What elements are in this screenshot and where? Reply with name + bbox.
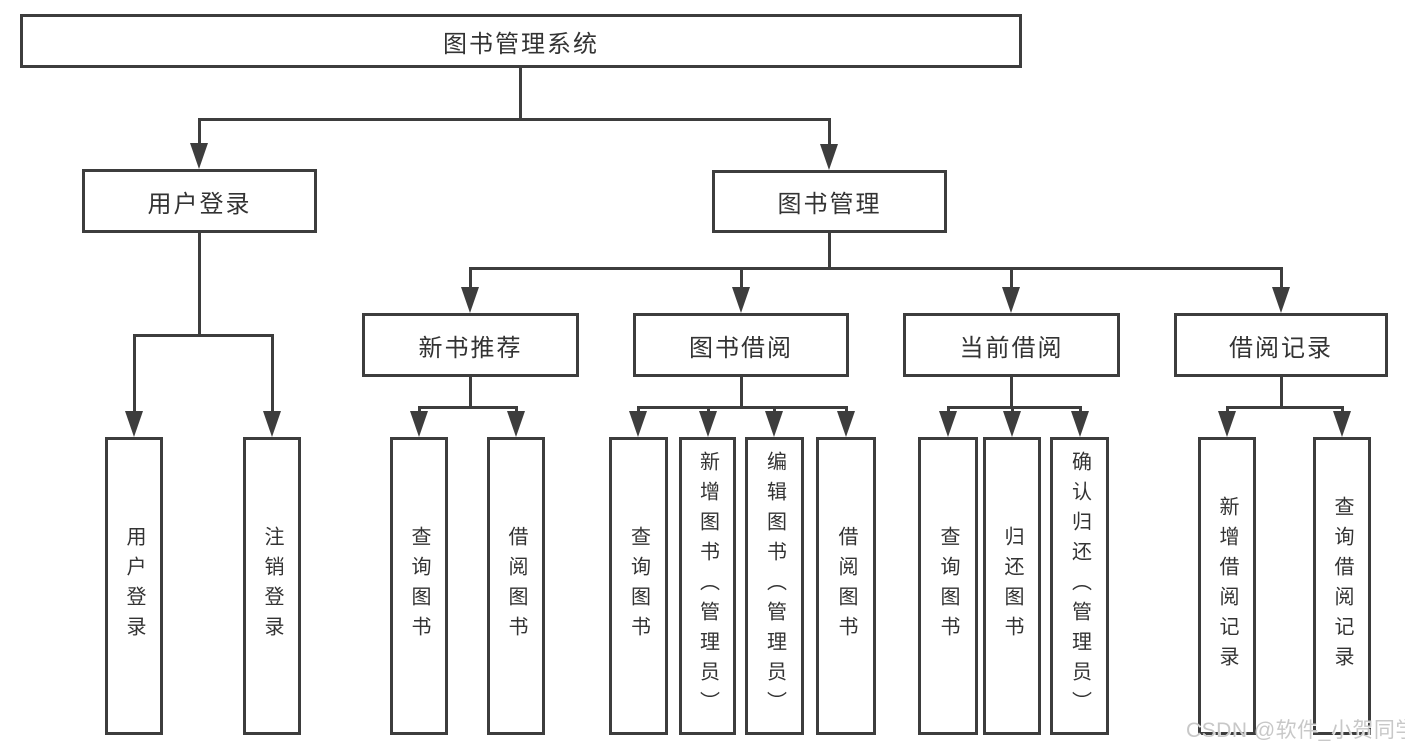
node-root-system: 图书管理系统 (20, 14, 1022, 68)
leaf-query-books-recommend-label: 查询图书 (408, 526, 430, 646)
connector-line (1010, 267, 1013, 289)
arrow-down-icon (939, 411, 957, 437)
arrow-down-icon (820, 144, 838, 170)
connector-line (198, 118, 831, 121)
node-new-book-recommend: 新书推荐 (362, 313, 579, 377)
connector-line (1280, 377, 1283, 408)
node-borrowing-records-label: 借阅记录 (1229, 334, 1333, 362)
arrow-down-icon (1218, 411, 1236, 437)
connector-line (773, 406, 776, 413)
leaf-edit-books-admin: 编辑图书（管理员） (745, 437, 804, 735)
connector-line (1226, 406, 1343, 409)
leaf-query-books-current-label: 查询图书 (937, 526, 959, 646)
node-borrowing-records: 借阅记录 (1174, 313, 1388, 377)
node-user-login: 用户登录 (82, 169, 317, 233)
connector-line (271, 334, 274, 412)
connector-line (828, 118, 831, 146)
leaf-add-borrow-record: 新增借阅记录 (1198, 437, 1256, 735)
arrow-down-icon (765, 411, 783, 437)
connector-line (133, 334, 274, 337)
connector-line (418, 406, 517, 409)
arrow-down-icon (1272, 287, 1290, 313)
leaf-logout-label: 注销登录 (261, 526, 283, 646)
connector-line (740, 267, 743, 289)
connector-line (198, 118, 201, 146)
leaf-query-books-borrowing: 查询图书 (609, 437, 668, 735)
arrow-down-icon (1333, 411, 1351, 437)
leaf-logout: 注销登录 (243, 437, 301, 735)
connector-line (637, 406, 640, 413)
connector-line (740, 377, 743, 408)
connector-line (947, 406, 950, 413)
connector-line (1079, 406, 1082, 413)
arrow-down-icon (125, 411, 143, 437)
node-book-borrowing-label: 图书借阅 (689, 334, 793, 362)
node-root-label: 图书管理系统 (443, 30, 599, 58)
leaf-confirm-return-admin: 确认归还（管理员） (1050, 437, 1109, 735)
connector-line (515, 406, 518, 413)
connector-line (828, 233, 831, 269)
leaf-query-books-current: 查询图书 (918, 437, 978, 735)
arrow-down-icon (1002, 287, 1020, 313)
arrow-down-icon (410, 411, 428, 437)
leaf-query-borrow-record: 查询借阅记录 (1313, 437, 1371, 735)
arrow-down-icon (837, 411, 855, 437)
leaf-user-login: 用户登录 (105, 437, 163, 735)
arrow-down-icon (190, 143, 208, 169)
leaf-confirm-return-admin-label: 确认归还（管理员） (1068, 451, 1091, 721)
leaf-edit-books-admin-label: 编辑图书（管理员） (763, 451, 786, 721)
leaf-add-books-admin-label: 新增图书（管理员） (696, 451, 719, 721)
connector-line (418, 406, 421, 413)
arrow-down-icon (263, 411, 281, 437)
connector-line (198, 233, 201, 336)
leaf-borrow-books: 借阅图书 (816, 437, 876, 735)
connector-line (845, 406, 848, 413)
arrow-down-icon (629, 411, 647, 437)
connector-line (637, 406, 847, 409)
connector-line (947, 406, 1081, 409)
arrow-down-icon (1071, 411, 1089, 437)
connector-line (469, 267, 1282, 270)
leaf-return-books-label: 归还图书 (1001, 526, 1023, 646)
node-book-borrowing: 图书借阅 (633, 313, 849, 377)
connector-line (469, 377, 472, 408)
arrow-down-icon (732, 287, 750, 313)
node-current-borrowing: 当前借阅 (903, 313, 1120, 377)
leaf-query-books-recommend: 查询图书 (390, 437, 448, 735)
leaf-borrow-books-label: 借阅图书 (835, 526, 857, 646)
connector-line (1280, 267, 1283, 289)
leaf-query-borrow-record-label: 查询借阅记录 (1331, 496, 1353, 676)
leaf-borrow-books-recommend: 借阅图书 (487, 437, 545, 735)
arrow-down-icon (699, 411, 717, 437)
leaf-user-login-label: 用户登录 (123, 526, 145, 646)
node-new-book-recommend-label: 新书推荐 (418, 334, 523, 362)
csdn-watermark: CSDN @软件_小贺同学 (1186, 719, 1405, 742)
connector-line (133, 334, 136, 412)
connector-line (707, 406, 710, 413)
arrow-down-icon (507, 411, 525, 437)
arrow-down-icon (461, 287, 479, 313)
connector-line (519, 68, 522, 120)
connector-line (1010, 377, 1013, 408)
connector-line (1226, 406, 1229, 413)
node-user-login-label: 用户登录 (147, 190, 252, 218)
leaf-return-books: 归还图书 (983, 437, 1041, 735)
leaf-add-borrow-record-label: 新增借阅记录 (1216, 496, 1238, 676)
node-book-management: 图书管理 (712, 170, 947, 233)
leaf-borrow-books-recommend-label: 借阅图书 (505, 526, 527, 646)
connector-line (469, 267, 472, 289)
arrow-down-icon (1003, 411, 1021, 437)
connector-line (1341, 406, 1344, 413)
connector-line (1011, 406, 1014, 413)
node-book-management-label: 图书管理 (777, 191, 882, 218)
leaf-query-books-borrowing-label: 查询图书 (627, 526, 650, 646)
leaf-add-books-admin: 新增图书（管理员） (679, 437, 736, 735)
node-current-borrowing-label: 当前借阅 (959, 334, 1064, 362)
